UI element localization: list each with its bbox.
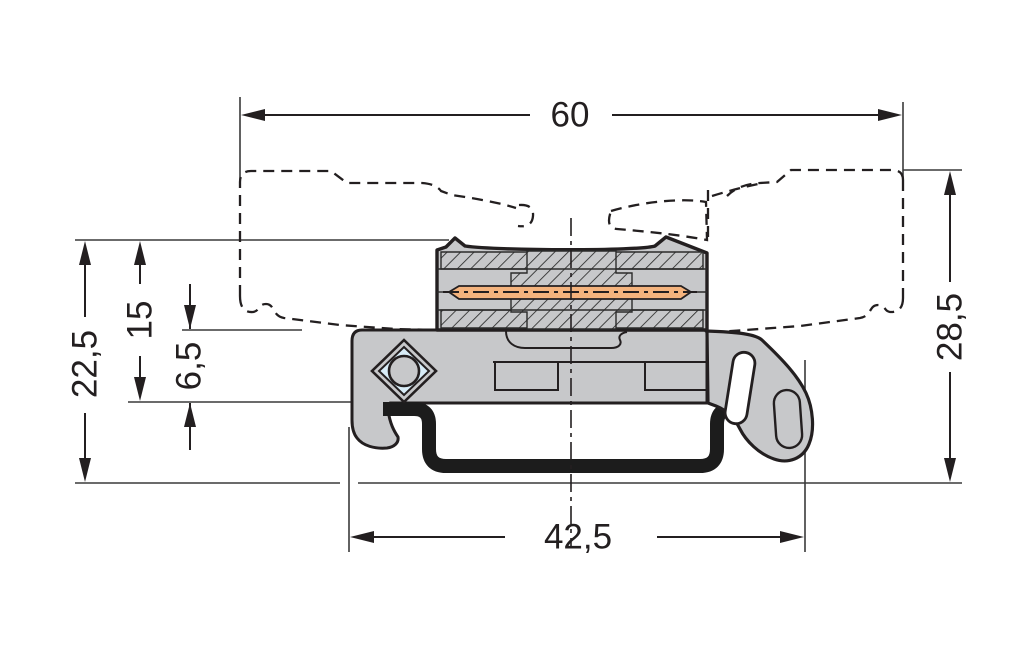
dimension-labels: 60 22,5 15 6,5 28,5 42,5 <box>66 96 970 557</box>
fixing-flange-marker <box>370 338 438 404</box>
lever-inner-notch <box>772 388 804 450</box>
foot-face-details <box>493 330 709 403</box>
din-rail <box>383 402 749 473</box>
marker-circle <box>387 354 421 388</box>
dim-label-6-5: 6,5 <box>170 342 209 391</box>
release-lever <box>704 329 815 463</box>
dim-label-15: 15 <box>121 301 160 340</box>
dimension-arrowheads <box>79 109 956 543</box>
mating-plug-outline-left <box>238 169 535 332</box>
reference-lines <box>75 97 962 552</box>
dim-label-42-5: 42,5 <box>544 518 612 557</box>
lever-slot <box>723 350 757 426</box>
mating-plug-outline-right <box>607 168 905 334</box>
dim-label-22-5: 22,5 <box>66 330 105 398</box>
dim-label-60: 60 <box>551 96 590 135</box>
dim-label-28-5: 28,5 <box>931 293 970 361</box>
